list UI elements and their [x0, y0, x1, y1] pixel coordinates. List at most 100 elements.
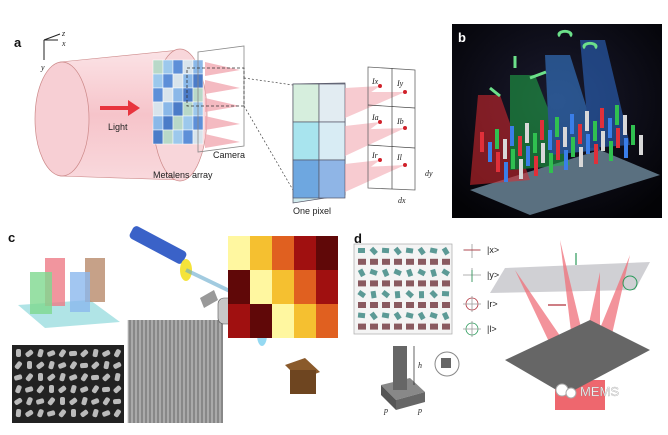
sem-pillar: [14, 361, 23, 370]
sem-pillar: [71, 409, 76, 417]
sem-pillar: [59, 373, 66, 382]
nanopillars: [480, 105, 643, 182]
meta-atom: [430, 268, 437, 277]
heatmap-cell: [272, 287, 294, 304]
pixel-cones: [345, 86, 405, 192]
intensity-label: Il: [396, 153, 403, 162]
heatmap-cell: [294, 304, 316, 321]
sem-pillar: [15, 385, 22, 394]
nanopillar: [533, 133, 537, 153]
nanopillar: [639, 135, 643, 155]
meta-atom: [393, 311, 402, 321]
meta-atom: [429, 312, 438, 319]
intensity-label: Ib: [396, 117, 404, 126]
nanopillar: [495, 129, 499, 149]
camera-label: Camera: [213, 150, 245, 160]
metaatom-grid: [357, 246, 450, 330]
period-label: p: [417, 406, 422, 415]
sem-pillar: [25, 386, 34, 393]
meta-atom: [406, 280, 414, 287]
meta-atom: [358, 302, 366, 308]
lens-cell: [182, 87, 194, 103]
nanopillar: [555, 117, 559, 137]
intensity-label: Ia: [371, 113, 379, 122]
meta-atom: [418, 323, 426, 330]
meta-atom: [394, 302, 402, 308]
lens-cell: [172, 73, 184, 89]
sem-pillar: [58, 409, 67, 418]
heatmap-cell: [272, 321, 294, 338]
sem-pillar: [69, 361, 77, 370]
nanopillar: [616, 128, 620, 148]
heatmap-cell: [316, 270, 338, 287]
sem-pillar: [102, 397, 110, 406]
lens-cell: [162, 73, 174, 89]
heatmap-cell: [294, 236, 316, 253]
heatmap-cell: [250, 270, 272, 287]
sem-pillar: [102, 410, 111, 417]
lens-cell: [162, 59, 174, 75]
meta-atom: [370, 280, 378, 287]
polarization-icons: [463, 244, 481, 337]
sem-pillar: [70, 385, 77, 394]
circular-pol-icon: [622, 275, 638, 291]
sem-pillar: [80, 349, 89, 358]
meta-atom: [394, 290, 401, 299]
meta-atom: [417, 246, 426, 256]
nanopillar: [534, 156, 538, 176]
intensity-label: Ir: [371, 151, 379, 160]
meta-atom: [441, 246, 450, 256]
metaatom-layout: [353, 243, 453, 335]
axis-z-label: z: [61, 29, 66, 38]
nanopillar: [623, 115, 627, 135]
metalens-array: [152, 59, 204, 145]
lens-cell: [182, 59, 194, 75]
dx-label: dx: [398, 196, 406, 205]
panel-d: d |x> |y> |r> |l> h p p: [353, 231, 650, 415]
sem-pillar: [113, 398, 122, 405]
zoom-lines: [243, 77, 294, 191]
meta-atom: [394, 323, 402, 330]
sem-pillar: [25, 409, 34, 417]
lens-cell: [152, 129, 164, 145]
axis-x-label: x: [61, 39, 66, 48]
meta-atom: [406, 268, 414, 278]
heatmap-cell: [294, 321, 316, 338]
axes-icon: [43, 33, 61, 60]
sem-pillar: [113, 385, 122, 394]
lens-cell: [152, 115, 164, 131]
heatmap-cell: [316, 253, 338, 270]
heatmap-cell: [228, 321, 250, 338]
metasurface: [505, 320, 650, 395]
lens-cell: [172, 87, 184, 103]
meta-atom: [406, 258, 414, 265]
nanopillar: [504, 162, 508, 182]
height-label: h: [418, 361, 422, 370]
meta-atom: [429, 247, 438, 254]
sem-pillar: [36, 385, 45, 394]
meta-atom: [429, 289, 438, 299]
meta-atom: [369, 311, 378, 321]
meta-atom: [394, 258, 402, 265]
lens-cell: [182, 101, 194, 117]
meta-atom: [442, 280, 450, 287]
meta-atom: [405, 247, 414, 254]
heatmap-cell: [250, 304, 272, 321]
lens-cell: [172, 115, 184, 131]
watermark-text: MEMS: [580, 384, 619, 399]
meta-atom: [442, 323, 450, 330]
sem-pillar: [81, 397, 88, 406]
panel-d-letter: d: [354, 231, 362, 246]
nanopillar: [496, 152, 500, 172]
nanopillar: [579, 147, 583, 167]
meta-atom: [381, 289, 390, 299]
light-label: Light: [108, 122, 128, 132]
sem-pillar: [47, 397, 56, 406]
heatmap-cell: [250, 253, 272, 270]
sem-pillar: [69, 397, 78, 406]
green-block: [30, 272, 52, 314]
sem-pillar: [114, 349, 121, 358]
meta-atom: [430, 323, 438, 330]
nanopillar: [488, 142, 492, 162]
